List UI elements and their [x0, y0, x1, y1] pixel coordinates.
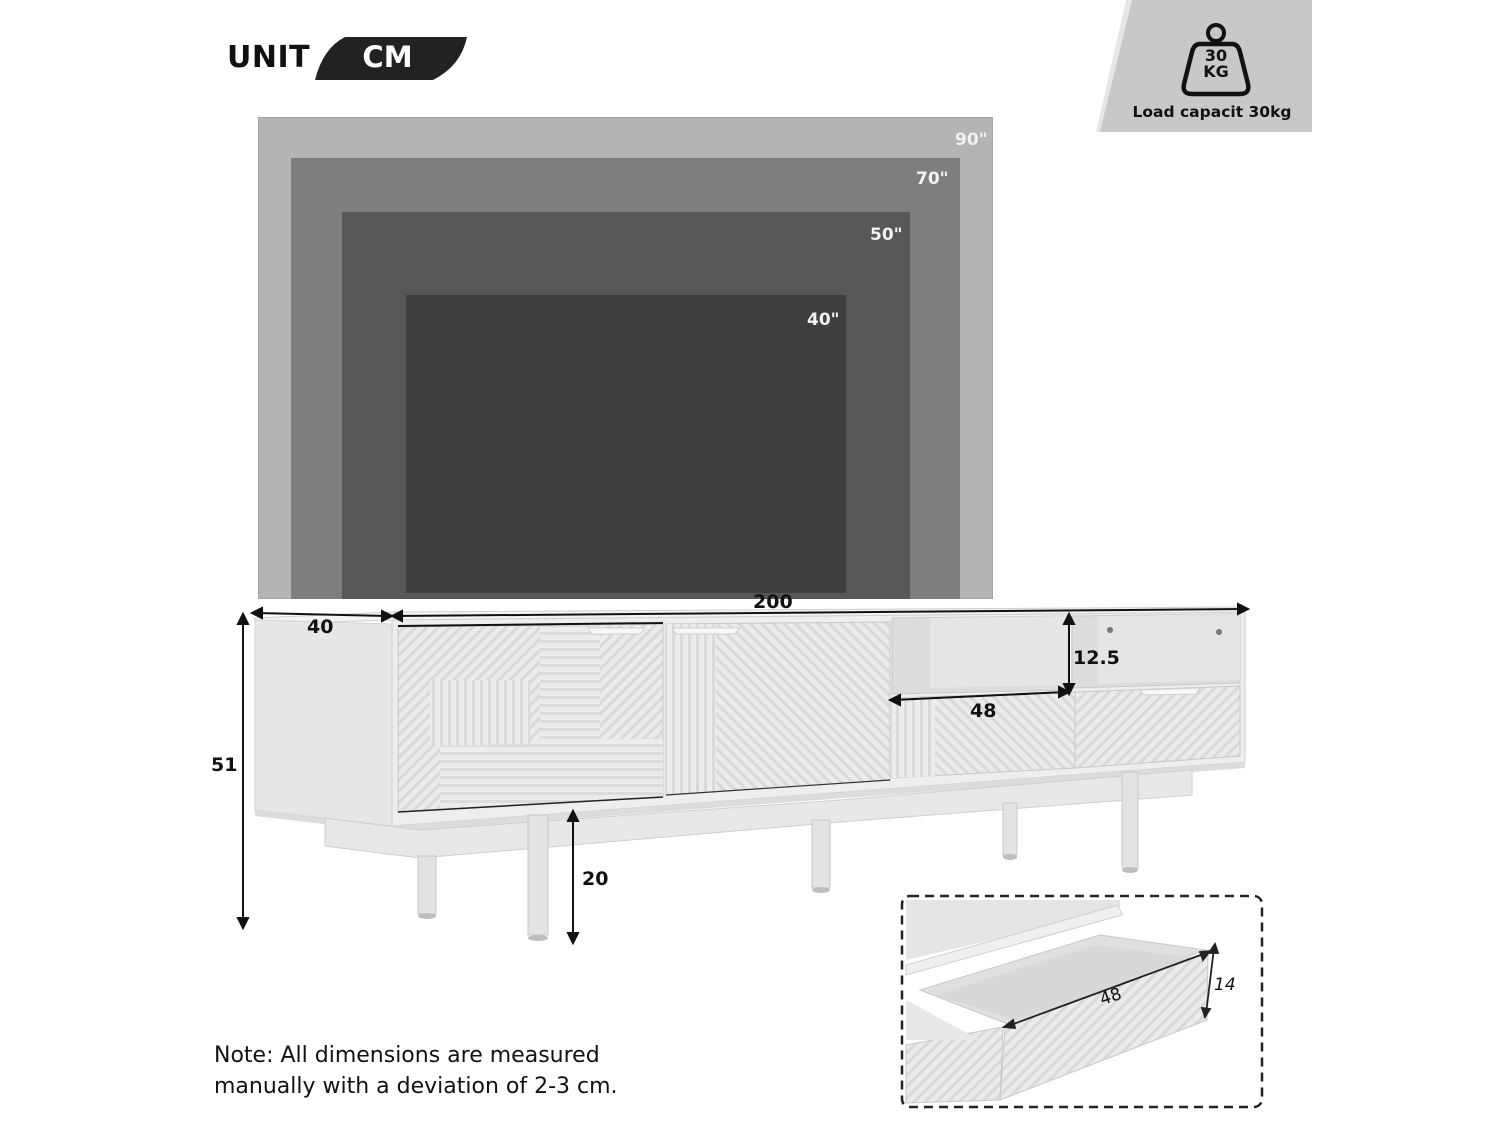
- dimension-depth: 40: [307, 616, 334, 638]
- tv-label-40: 40": [807, 310, 840, 330]
- note-line-1: Note: All dimensions are measured: [214, 1043, 600, 1068]
- weight-value-text: 30 KG: [1180, 48, 1252, 80]
- unit-value: CM: [362, 40, 413, 74]
- dimension-height: 51: [211, 754, 238, 776]
- tv-label-50: 50": [870, 225, 903, 245]
- dimension-shelf-height: 12.5: [1073, 647, 1120, 669]
- note-line-2: manually with a deviation of 2-3 cm.: [214, 1074, 618, 1099]
- weight-value: 30: [1204, 46, 1228, 65]
- load-capacity-caption: Load capacit 30kg: [1132, 103, 1292, 121]
- weight-icon: [1181, 23, 1251, 97]
- unit-pill-shape: [315, 37, 467, 80]
- weight-unit: KG: [1203, 62, 1229, 81]
- measurement-note: Note: All dimensions are measured manual…: [214, 1040, 618, 1102]
- load-badge-background: [1096, 0, 1312, 132]
- inset-drawer-height: 14: [1214, 975, 1236, 995]
- tv-label-90: 90": [955, 130, 988, 150]
- dimension-drawer-width: 48: [970, 700, 997, 722]
- tv-label-70: 70": [916, 169, 949, 189]
- unit-label: UNIT: [227, 40, 311, 75]
- dimension-leg-height: 20: [582, 868, 609, 890]
- tv-size-40: [406, 295, 846, 593]
- dimension-width: 200: [753, 591, 793, 613]
